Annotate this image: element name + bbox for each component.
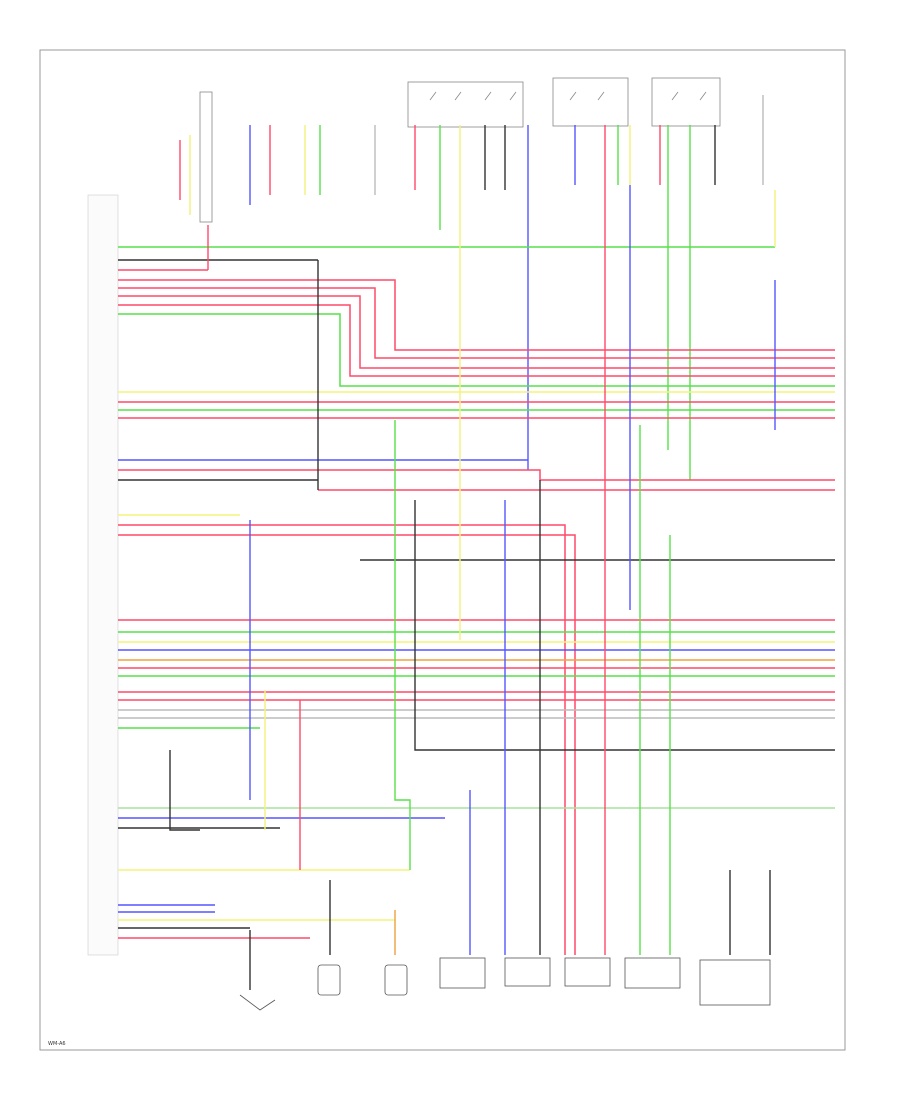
footer-code: WM-A6 xyxy=(48,1041,66,1047)
switch-2 xyxy=(699,959,771,1006)
sensor-1 xyxy=(317,964,341,996)
switch-1 xyxy=(624,957,681,989)
bottom-components xyxy=(239,957,771,1011)
relay-box-3 xyxy=(651,77,721,127)
vertical-wires xyxy=(169,185,835,990)
horizontal-wires xyxy=(118,246,835,955)
sensor-5 xyxy=(564,957,611,987)
diagram-frame xyxy=(39,49,846,1051)
sensor-2 xyxy=(384,964,408,996)
top-components xyxy=(199,77,764,223)
sensor-4 xyxy=(504,957,551,987)
ecu-connector xyxy=(87,194,119,956)
relay-box-2 xyxy=(552,77,629,127)
relay-box-1 xyxy=(407,81,524,128)
sensor-3 xyxy=(439,957,486,989)
top-wire-drops xyxy=(179,125,716,480)
relay-box-4 xyxy=(199,91,213,223)
